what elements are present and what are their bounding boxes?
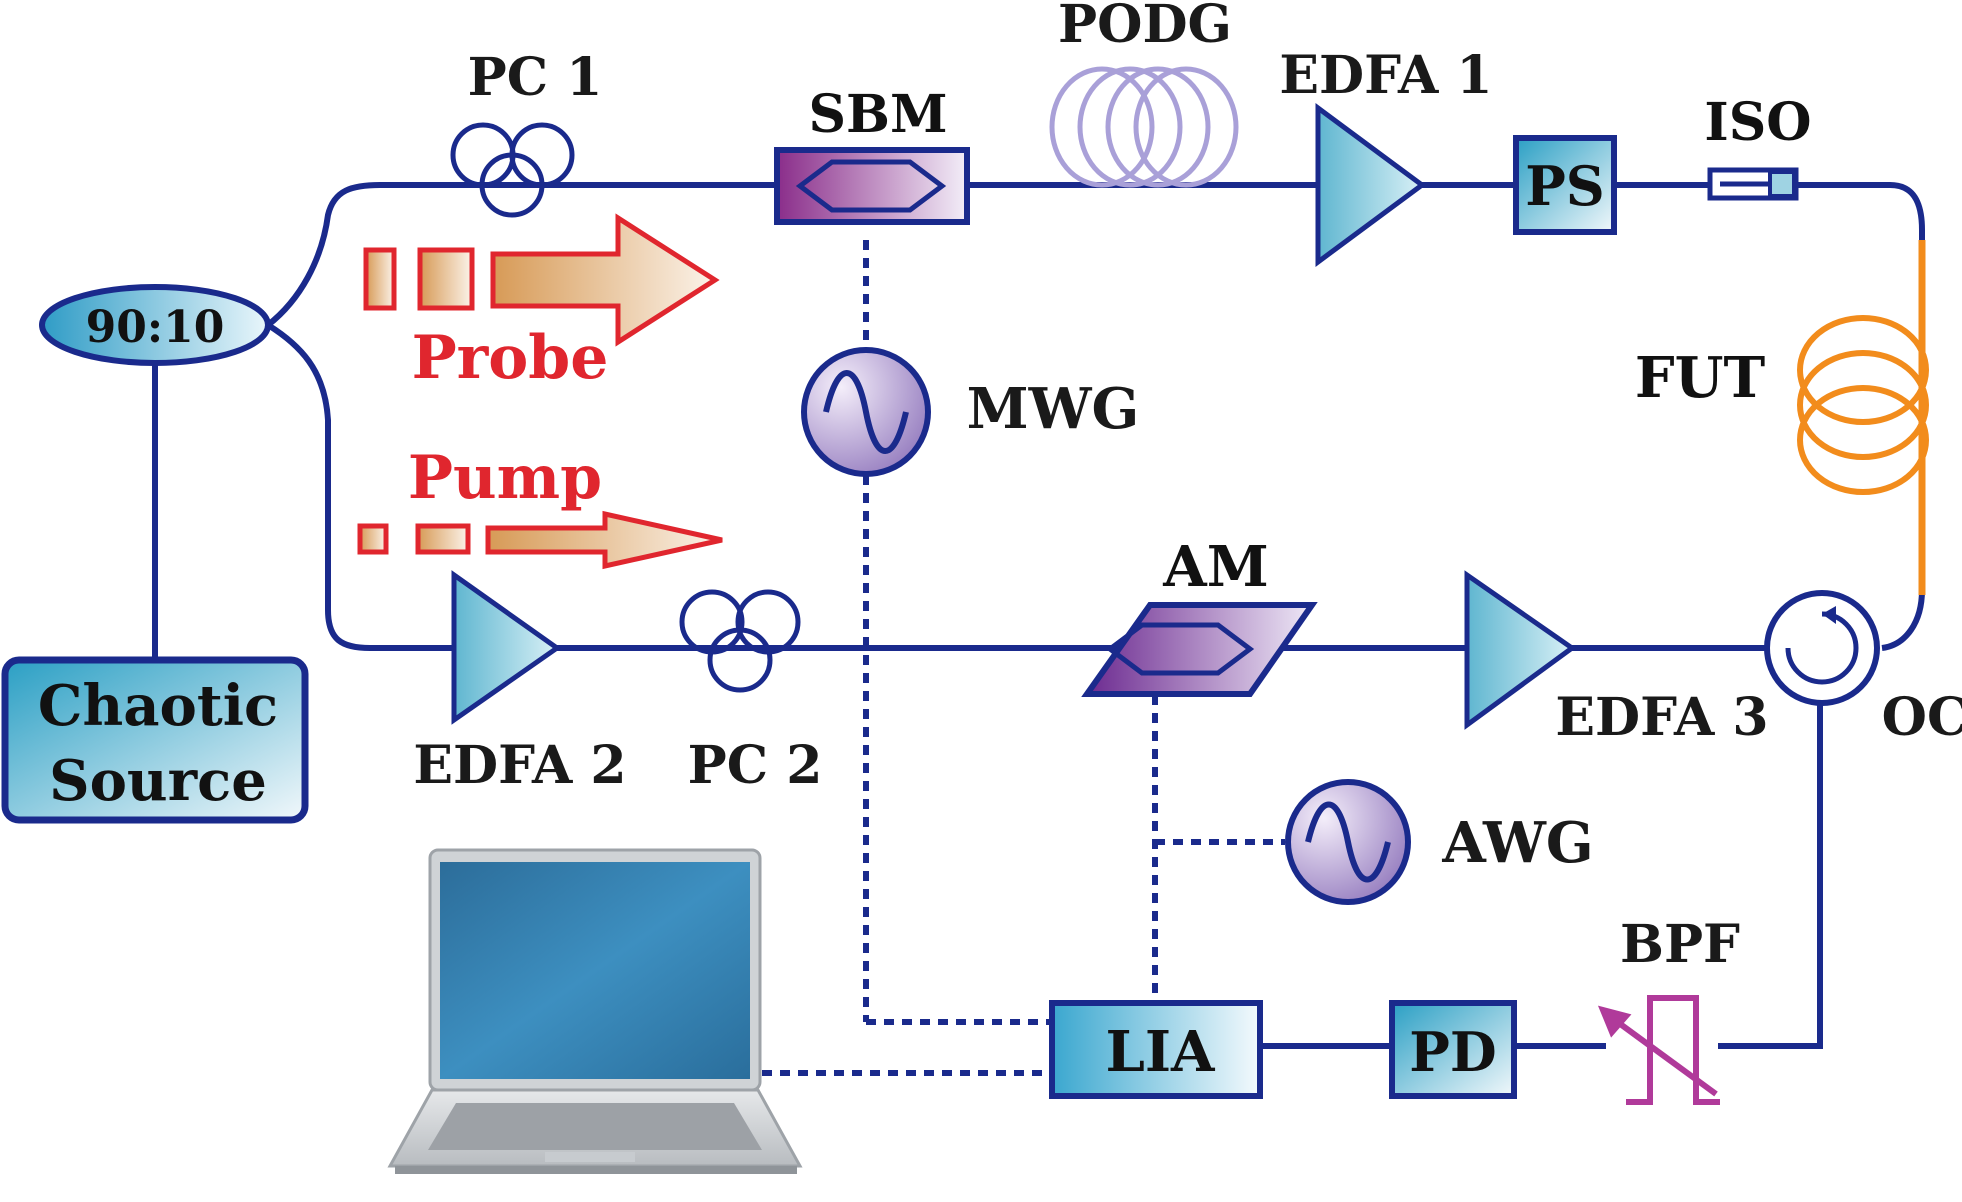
coupler-label: 90:10 — [86, 302, 225, 353]
probe-label: Probe — [412, 323, 609, 393]
iso-label: ISO — [1704, 92, 1811, 153]
bandpass-filter: BPF — [1597, 914, 1740, 1105]
optical-fiber-paths — [152, 182, 1925, 1049]
circulator-icon — [1764, 590, 1880, 706]
polarization-controller-2: PC 2 — [679, 589, 823, 796]
pc2-label: PC 2 — [688, 735, 823, 796]
pump-arrow: Pump — [357, 443, 723, 570]
fiber-under-test: FUT — [1635, 315, 1929, 495]
fiber-coil-icon — [1049, 66, 1239, 188]
pc1-label: PC 1 — [468, 47, 603, 108]
arrow-icon — [357, 510, 723, 570]
edfa-1: EDFA 1 — [1279, 45, 1493, 267]
arrow-icon — [363, 213, 720, 347]
sbm-label: SBM — [808, 84, 947, 145]
polarization-controller-icon — [450, 122, 575, 218]
podg-label: PODG — [1058, 0, 1232, 55]
ps-label: PS — [1525, 154, 1605, 218]
sbm-modulator: SBM — [774, 84, 970, 225]
edfa2-label: EDFA 2 — [413, 735, 626, 796]
chaotic-source: Chaotic Source — [1, 656, 309, 824]
tunable-filter-icon — [1597, 995, 1720, 1105]
fiber-coil-icon — [1797, 315, 1929, 495]
fut-label: FUT — [1635, 345, 1766, 411]
source-label-line1: Chaotic — [38, 673, 278, 739]
coupler-90-10: 90:10 — [39, 284, 271, 366]
polarization-controller-icon — [679, 589, 801, 693]
awg-label: AWG — [1441, 810, 1593, 876]
source-label-line2: Source — [49, 748, 267, 814]
lock-in-amplifier: LIA — [1049, 1000, 1263, 1099]
amplifier-triangle-icon — [1464, 570, 1577, 730]
electrical-connections — [762, 240, 1285, 1076]
microwave-generator: MWG — [801, 347, 1140, 477]
mwg-label: MWG — [967, 376, 1140, 442]
pd-label: PD — [1409, 1020, 1496, 1084]
podg-fiber: PODG — [1049, 0, 1239, 188]
amplifier-triangle-icon — [1315, 103, 1427, 267]
signal-generator-icon — [1285, 779, 1411, 905]
polarization-controller-1: PC 1 — [450, 47, 603, 218]
edfa-2: EDFA 2 — [413, 570, 627, 796]
amplitude-modulator: AM — [1081, 534, 1318, 697]
laptop-icon — [387, 848, 803, 1174]
oc-label: OC — [1882, 687, 1962, 748]
optical-circulator: OC — [1764, 590, 1962, 748]
photodetector: PD — [1389, 1000, 1517, 1099]
isolator: ISO — [1704, 92, 1812, 201]
bpf-label: BPF — [1620, 914, 1740, 975]
amplifier-triangle-icon — [451, 570, 562, 725]
edfa1-label: EDFA 1 — [1279, 45, 1492, 106]
am-label: AM — [1162, 534, 1268, 600]
polarization-switch: PS — [1513, 135, 1617, 235]
edfa-3: EDFA 3 — [1464, 570, 1769, 748]
pump-label: Pump — [408, 443, 602, 513]
signal-generator-icon — [801, 347, 931, 477]
lia-label: LIA — [1105, 1019, 1216, 1085]
probe-arrow: Probe — [363, 213, 720, 393]
arbitrary-waveform-generator: AWG — [1285, 779, 1594, 905]
edfa3-label: EDFA 3 — [1555, 687, 1768, 748]
